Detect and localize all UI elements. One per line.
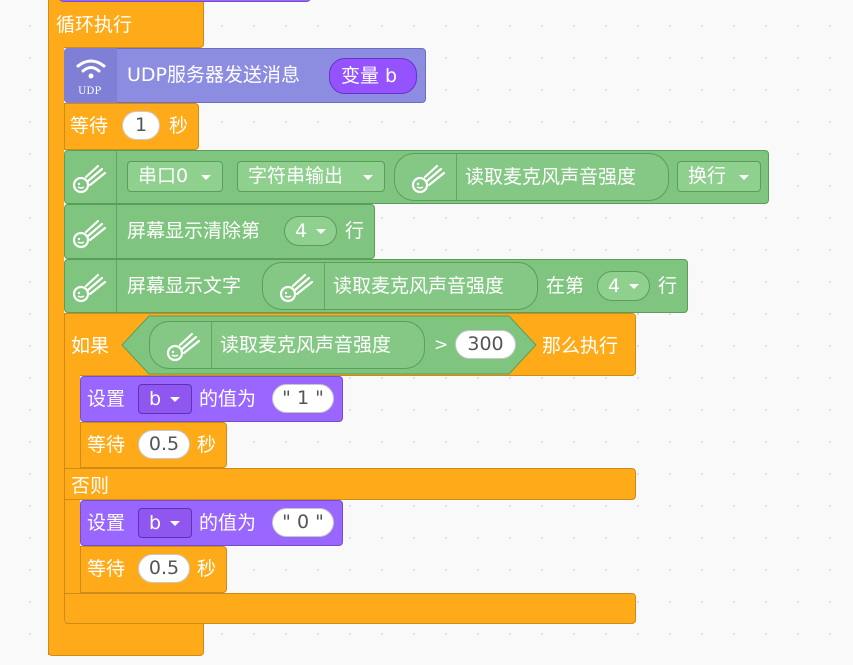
- wifi-icon: [76, 59, 106, 79]
- variable-b-reporter[interactable]: 变量 b: [329, 58, 417, 94]
- wait-unit-1: 秒: [169, 115, 189, 137]
- mic-volume-label-1: 读取麦克风声音强度: [465, 166, 637, 188]
- display-at-label: 在第: [546, 275, 585, 297]
- reporter-divider: [456, 153, 457, 201]
- display-row-dropdown[interactable]: 4: [597, 271, 650, 301]
- wait-seconds-input-2[interactable]: 0.5: [138, 430, 190, 459]
- wait-unit-2: 秒: [197, 434, 217, 456]
- loop-block[interactable]: [48, 0, 204, 48]
- set-value-input-2[interactable]: " 0 ": [272, 508, 334, 537]
- mic-volume-label-3: 读取麦克风声音强度: [220, 334, 392, 356]
- else-bar: [64, 468, 636, 500]
- display-text-label: 屏幕显示文字: [127, 275, 242, 297]
- chevron-down-icon: [629, 284, 639, 289]
- clear-row-prefix: 屏幕显示清除第: [127, 220, 261, 242]
- sensor-icon: [166, 332, 201, 362]
- wait-label-1: 等待: [70, 115, 109, 137]
- udp-icon-caption: UDP: [78, 86, 102, 97]
- threshold-input[interactable]: 300: [455, 330, 516, 359]
- else-label: 否则: [71, 475, 110, 497]
- if-footer: [64, 593, 636, 624]
- sensor-icon: [411, 164, 446, 194]
- set-middle-2: 的值为: [199, 512, 257, 534]
- comparison-operator: >: [434, 335, 449, 355]
- chevron-down-icon: [170, 397, 180, 402]
- sensor-icon: [279, 273, 314, 303]
- chevron-down-icon: [363, 175, 373, 180]
- loop-arm: [48, 40, 64, 655]
- previous-block-edge: [58, 0, 312, 2]
- reporter-divider: [324, 262, 325, 310]
- variable-dropdown-1[interactable]: b: [138, 384, 192, 414]
- loop-label: 循环执行: [56, 14, 133, 36]
- set-label-1: 设置: [87, 388, 126, 410]
- clear-row-number-dropdown[interactable]: 4: [284, 216, 337, 246]
- set-value-input-1[interactable]: " 1 ": [272, 384, 334, 413]
- chevron-down-icon: [739, 175, 749, 180]
- serial-print-divider: [116, 150, 117, 204]
- wait-unit-3: 秒: [197, 558, 217, 580]
- chevron-down-icon: [201, 175, 211, 180]
- clear-row-suffix: 行: [345, 220, 365, 242]
- chevron-down-icon: [316, 229, 326, 234]
- wait-seconds-input-3[interactable]: 0.5: [138, 554, 190, 583]
- set-middle-1: 的值为: [199, 388, 257, 410]
- loop-footer: [48, 622, 204, 656]
- chevron-down-icon: [170, 521, 180, 526]
- wait-label-3: 等待: [87, 558, 126, 580]
- sensor-icon: [72, 273, 107, 303]
- output-mode-dropdown[interactable]: 字符串输出: [237, 161, 385, 192]
- if-label: 如果: [71, 335, 110, 357]
- wait-label-2: 等待: [87, 434, 126, 456]
- variable-b-label: 变量 b: [341, 65, 398, 87]
- clear-row-divider: [116, 204, 117, 259]
- display-text-divider: [116, 259, 117, 313]
- set-label-2: 设置: [87, 512, 126, 534]
- display-row-suffix: 行: [658, 275, 678, 297]
- newline-dropdown[interactable]: 换行: [677, 161, 761, 192]
- then-label: 那么执行: [542, 335, 619, 357]
- sensor-icon: [72, 164, 107, 194]
- mic-volume-label-2: 读取麦克风声音强度: [333, 275, 505, 297]
- serial-port-dropdown[interactable]: 串口0: [127, 161, 223, 192]
- reporter-divider: [211, 321, 212, 369]
- wait-seconds-input-1[interactable]: 1: [122, 111, 160, 140]
- udp-send-label: UDP服务器发送消息: [127, 64, 300, 86]
- variable-dropdown-2[interactable]: b: [138, 508, 192, 538]
- set-variable-block-1[interactable]: [80, 376, 343, 422]
- sensor-icon: [72, 219, 107, 249]
